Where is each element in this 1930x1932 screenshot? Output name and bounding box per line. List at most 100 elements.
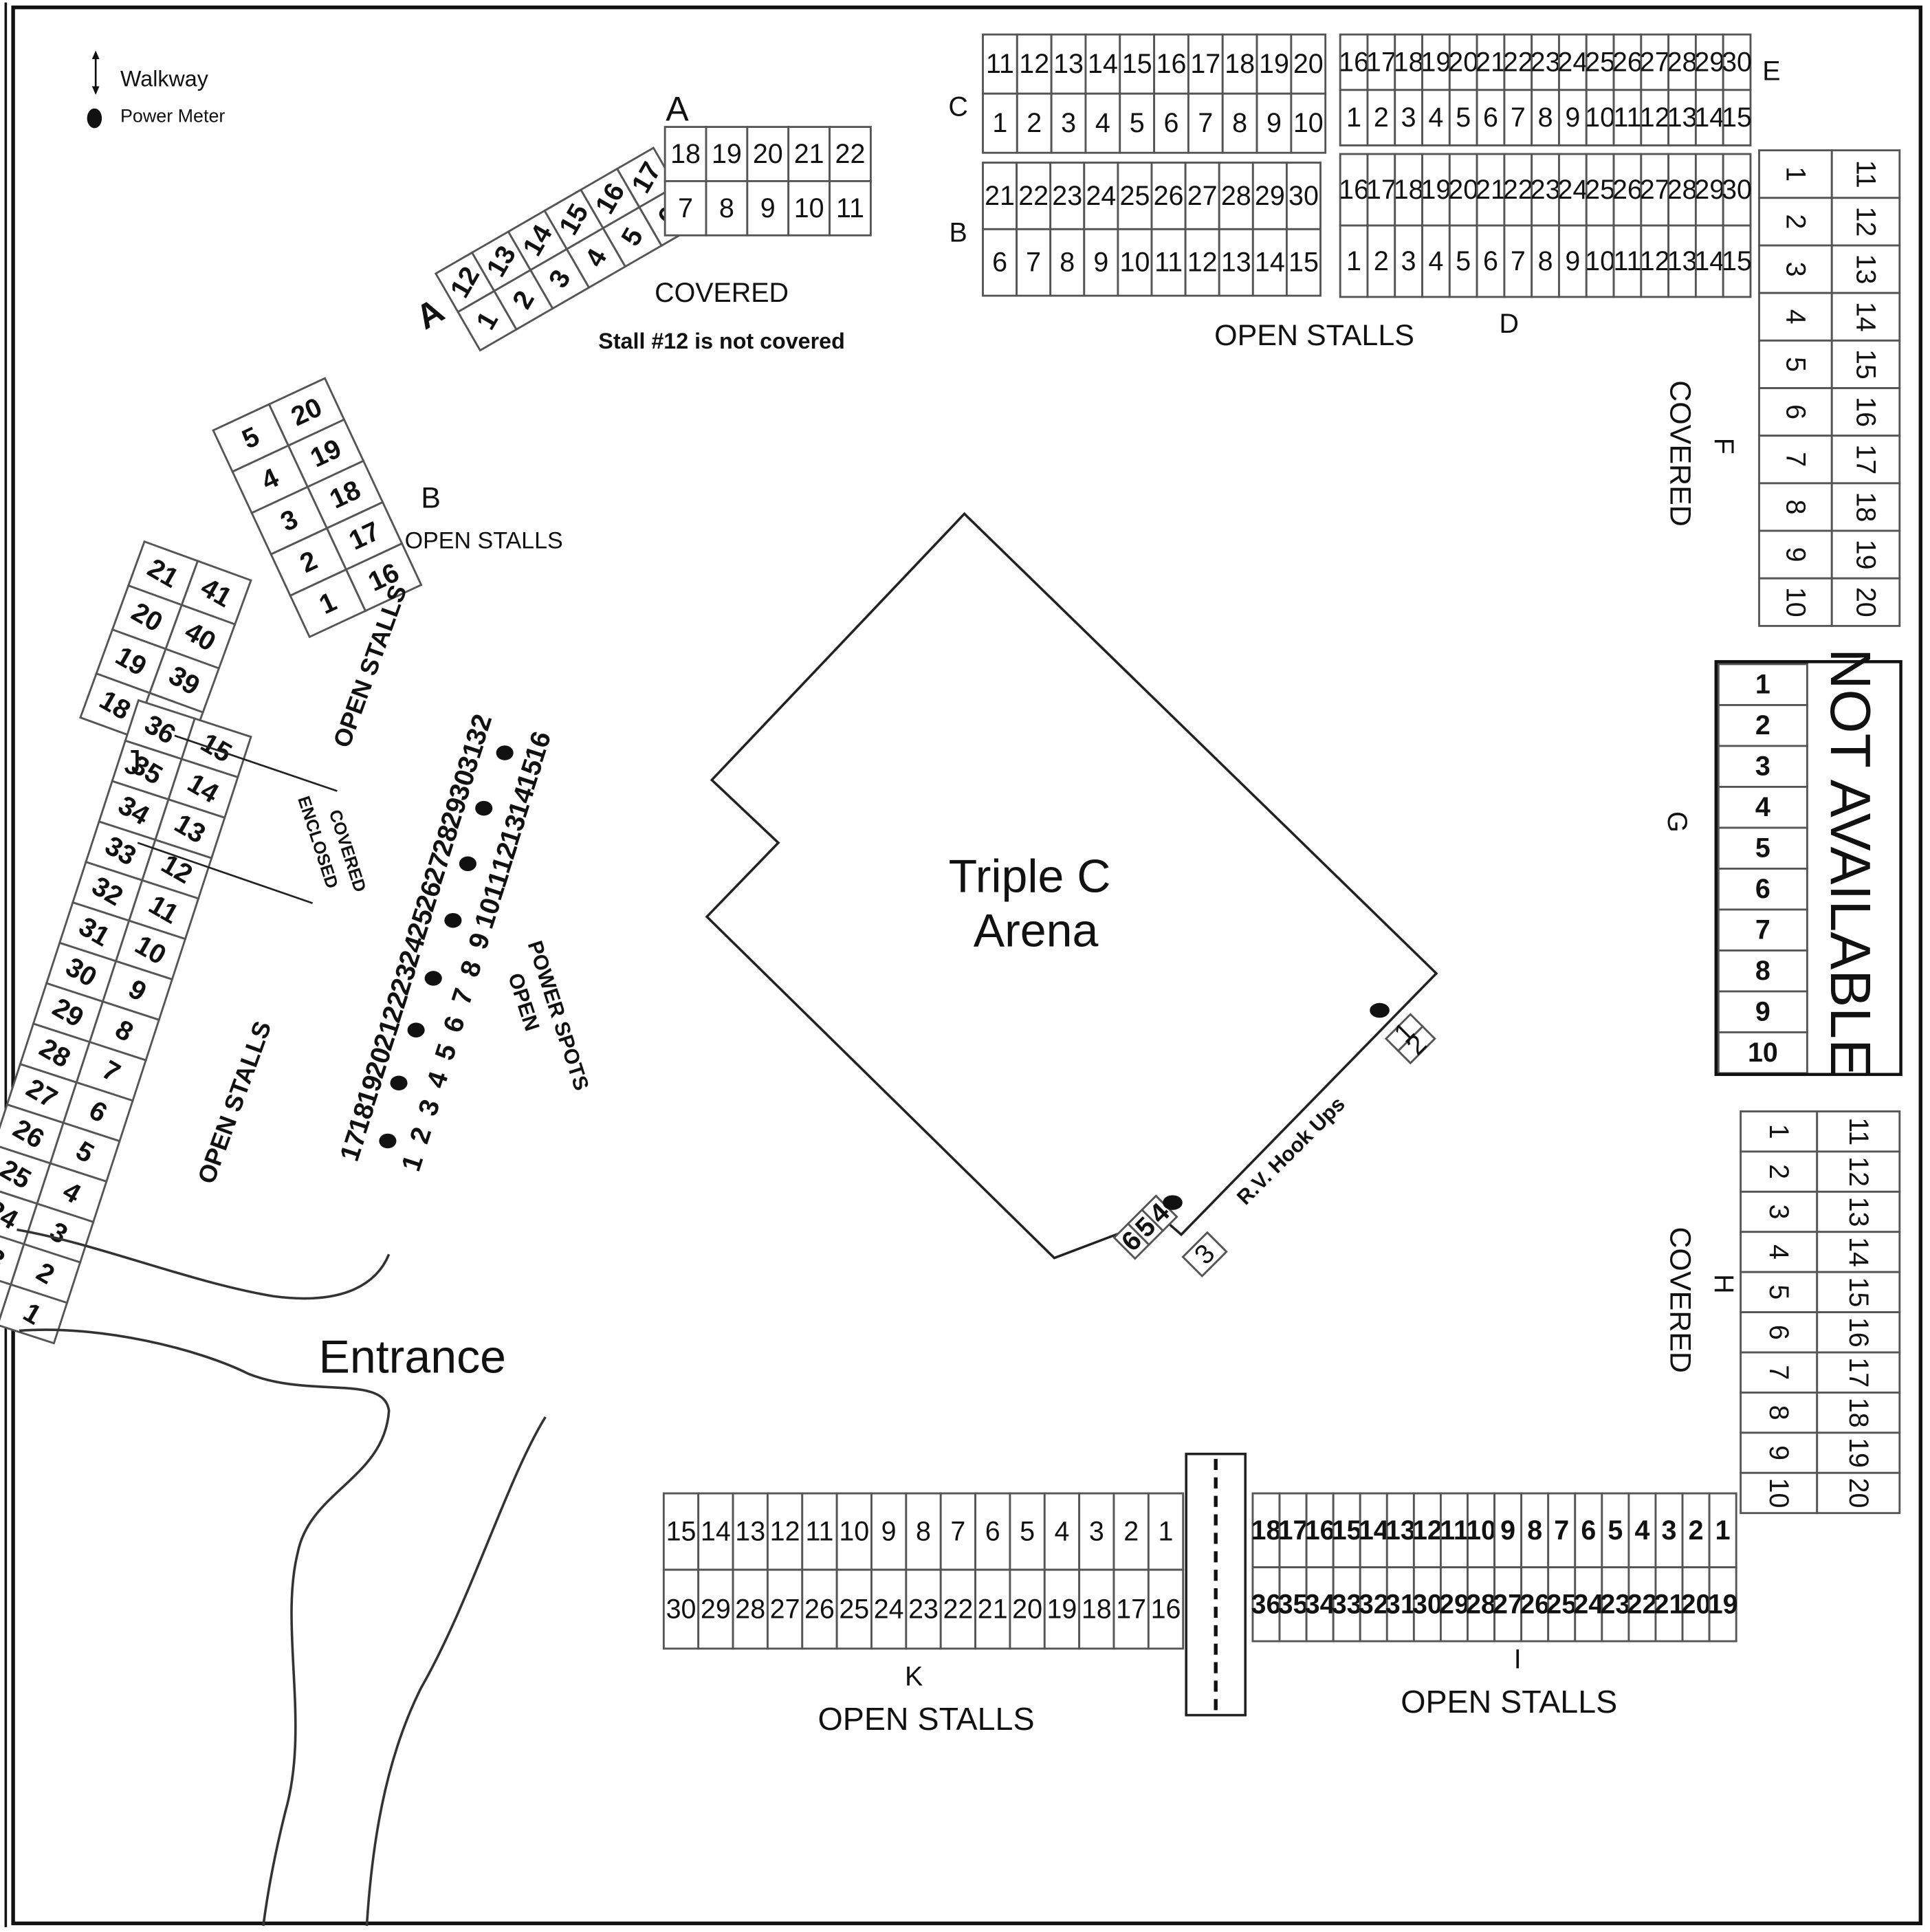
stall-number: 20	[1851, 587, 1881, 617]
stall-cell	[1740, 1190, 1819, 1233]
stall-number: 15	[1722, 102, 1752, 133]
entrance-roads	[17, 1228, 547, 1926]
stall-number: 21	[1476, 175, 1506, 205]
stall-cell	[1722, 153, 1752, 227]
stall-number: 9	[1500, 1515, 1515, 1546]
stall-number: 28	[1667, 175, 1698, 205]
stall-number: 9	[1764, 1445, 1794, 1460]
stall-number: 16	[1305, 1515, 1335, 1546]
section-h-letter: H	[1709, 1274, 1739, 1293]
stall-cell	[1255, 33, 1293, 95]
stall-number: 27	[1640, 47, 1670, 78]
stall-number: 21	[978, 1594, 1008, 1624]
stall-cell	[1153, 92, 1189, 154]
stall-number: 10	[839, 1517, 869, 1547]
stall-number: 12	[1640, 102, 1670, 133]
stall-number: 21	[985, 181, 1015, 211]
section-j-letter: J	[124, 743, 141, 781]
stall-cell	[1816, 1351, 1901, 1394]
stall-cell	[1332, 1492, 1361, 1568]
stall-number: 29	[1439, 1589, 1469, 1619]
stall-number: 4	[1634, 1515, 1649, 1546]
stall-cell	[1667, 89, 1697, 146]
stall-number: 6	[1483, 246, 1498, 276]
stall-cell	[1816, 1190, 1901, 1233]
stall-cell	[982, 162, 1018, 230]
stall-number: 25	[1120, 181, 1150, 211]
stall-number: 1	[1755, 670, 1770, 700]
stall-number: 12	[1640, 246, 1670, 276]
power-meter-icon	[424, 971, 442, 986]
stall-cell	[801, 1568, 838, 1650]
stall-cell	[1585, 224, 1615, 298]
stall-number: 8	[916, 1517, 931, 1547]
stall-cell	[1117, 162, 1153, 230]
stall-cell	[1251, 162, 1288, 230]
stall-cell	[664, 180, 708, 237]
stall-number: 10	[1585, 102, 1615, 133]
stall-cell	[1601, 1566, 1630, 1643]
section-i-letter: I	[1514, 1644, 1522, 1674]
stall-number: 19	[1851, 540, 1881, 570]
stall-number: 28	[1667, 47, 1698, 78]
stall-number: 18	[1225, 49, 1255, 79]
stall-cell	[1816, 1311, 1901, 1354]
stall-number: 28	[735, 1594, 765, 1624]
stall-cell	[1830, 149, 1901, 199]
stall-cell	[1574, 1492, 1603, 1568]
stall-number: 8	[1060, 248, 1075, 278]
stall-cell	[1681, 1492, 1711, 1568]
stall-cell	[1421, 33, 1451, 91]
stall-number: 12	[1187, 248, 1218, 278]
stall-number: 10	[1585, 246, 1615, 276]
stall-cell	[1816, 1471, 1901, 1515]
stall-cell	[1476, 224, 1506, 298]
stall-cell	[1421, 224, 1451, 298]
stall-number: 3	[1401, 102, 1416, 133]
stall-number: 20	[1681, 1589, 1711, 1619]
stall-number: 20	[1448, 47, 1478, 78]
stall-number: 13	[1667, 102, 1698, 133]
stall-number: 5	[1755, 833, 1770, 864]
stall-cell	[1654, 1492, 1684, 1568]
stall-cell	[1547, 1566, 1577, 1643]
stall-number: 36	[1251, 1589, 1282, 1619]
stall-cell	[1667, 153, 1697, 227]
stall-number: 17	[1278, 1515, 1308, 1546]
stall-number: 22	[1503, 175, 1533, 205]
stall-number: 4	[1428, 246, 1443, 276]
stall-cell	[1694, 224, 1724, 298]
section-c-letter: C	[948, 91, 967, 122]
stall-cell	[1531, 224, 1560, 298]
stall-number: 7	[1755, 915, 1770, 945]
stall-cell	[1078, 1492, 1115, 1571]
stall-number: 20	[1843, 1478, 1874, 1508]
stall-number: 16	[1339, 47, 1369, 78]
stall-cell	[1084, 33, 1121, 95]
stall-number: 13	[735, 1517, 765, 1547]
stall-cell	[1290, 92, 1327, 154]
stall-number: 15	[1851, 349, 1881, 380]
section-d-letter: D	[1499, 309, 1518, 339]
stall-number: 11	[1851, 160, 1881, 188]
arena-name-line1: Triple C	[949, 850, 1111, 902]
stall-number: 5	[1456, 246, 1471, 276]
stall-number: 29	[701, 1594, 731, 1624]
stall-cell	[1119, 92, 1156, 154]
stall-number: 9	[760, 193, 776, 223]
stall-number: 8	[719, 193, 734, 223]
stall-number: 14	[1843, 1237, 1874, 1267]
stall-number: 19	[1259, 49, 1289, 79]
stall-number: 23	[908, 1594, 939, 1624]
stall-number: 9	[1780, 547, 1810, 562]
stall-number: 5	[1020, 1517, 1035, 1547]
stall-number: 31	[1385, 1589, 1416, 1619]
stall-number: 8	[1527, 1515, 1542, 1546]
legend: Walkway Power Meter	[87, 50, 225, 129]
stall-number: 13	[1851, 254, 1881, 285]
stall-cell	[1717, 908, 1808, 952]
section-i-label: OPEN STALLS	[1401, 1684, 1617, 1720]
stall-number: 12	[770, 1517, 800, 1547]
